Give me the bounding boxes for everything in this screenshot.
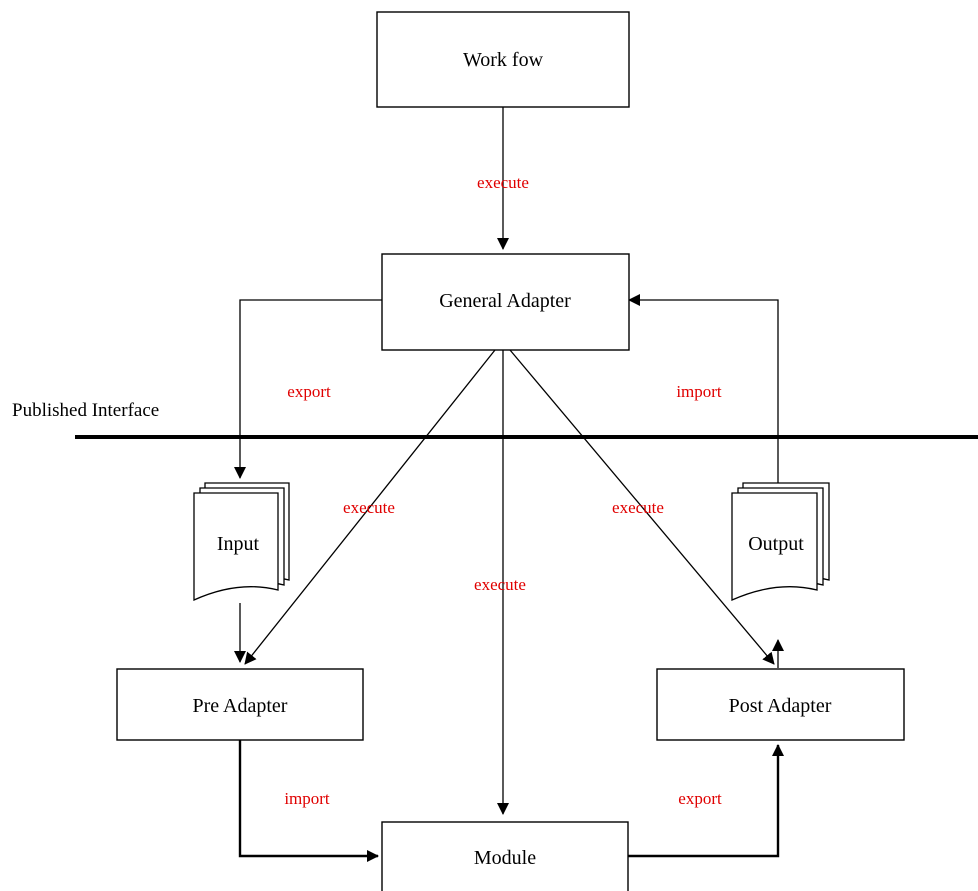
edge-label-pre-module: import bbox=[284, 789, 330, 808]
output-document bbox=[731, 482, 830, 601]
edge-general-input bbox=[234, 299, 382, 479]
input-label: Input bbox=[217, 533, 260, 555]
published-interface-label: Published Interface bbox=[12, 400, 159, 421]
post-adapter-label: Post Adapter bbox=[729, 695, 832, 717]
edge-general-post bbox=[509, 349, 775, 665]
edge-label-general-pre: execute bbox=[343, 498, 395, 517]
module-box bbox=[381, 821, 629, 891]
edge-label-module-post: export bbox=[678, 789, 722, 808]
edge-label-general-post: execute bbox=[612, 498, 664, 517]
general-adapter-box bbox=[381, 253, 630, 351]
edge-pre-module bbox=[238, 740, 379, 862]
pre-adapter-box bbox=[116, 668, 364, 741]
edge-general-pre bbox=[244, 349, 496, 665]
output-label: Output bbox=[748, 533, 804, 555]
pre-adapter-label: Pre Adapter bbox=[193, 695, 288, 717]
input-document bbox=[193, 482, 290, 602]
edge-label-general-module: execute bbox=[474, 575, 526, 594]
edge-module-post bbox=[628, 744, 784, 858]
edge-output-general bbox=[628, 294, 779, 483]
workflow-box bbox=[376, 11, 630, 108]
edge-label-output-general: import bbox=[676, 382, 722, 401]
module-label: Module bbox=[474, 847, 536, 869]
edge-label-general-input: export bbox=[287, 382, 331, 401]
workflow-label: Work fow bbox=[463, 49, 544, 71]
edge-label-workflow-general: execute bbox=[477, 173, 529, 192]
post-adapter-box bbox=[656, 668, 905, 741]
general-adapter-label: General Adapter bbox=[439, 290, 571, 312]
